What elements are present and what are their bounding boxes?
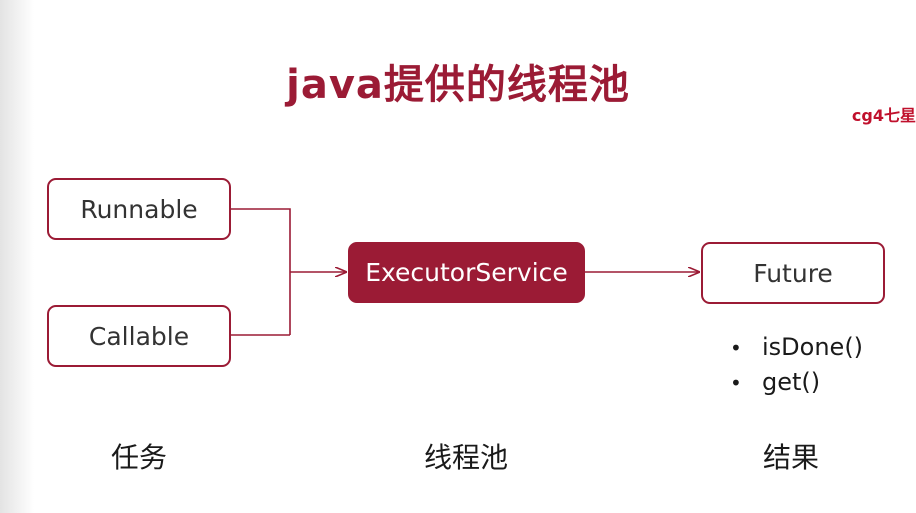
- future-box: Future: [701, 242, 885, 304]
- caption-pool: 线程池: [423, 441, 508, 474]
- caption-tasks: 任务: [110, 441, 167, 474]
- runnable-box: Runnable: [47, 178, 231, 240]
- left-edge-shade: [0, 0, 34, 513]
- future-methods-list: isDone() get(): [730, 330, 863, 400]
- connector-runnable: [231, 208, 291, 335]
- method-get: get(): [730, 365, 863, 400]
- executor-service-box: ExecutorService: [348, 242, 585, 303]
- watermark-text: cg4七星: [851, 106, 916, 125]
- caption-result: 结果: [762, 441, 819, 474]
- slide-title: java提供的线程池: [286, 62, 630, 108]
- method-isdone: isDone(): [730, 330, 863, 365]
- callable-box: Callable: [47, 305, 231, 367]
